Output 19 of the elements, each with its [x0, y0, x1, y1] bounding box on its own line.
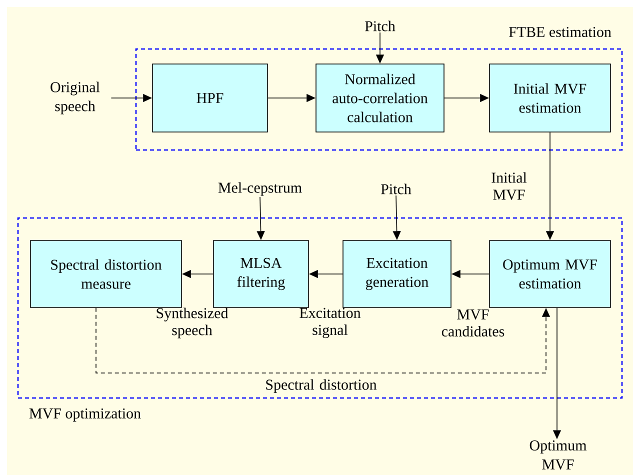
process-box: Excitation generation — [342, 240, 452, 308]
signal-label: Mel-cepstrum — [218, 182, 302, 196]
signal-label: Pitch — [365, 20, 396, 32]
signal-label: Original speech — [50, 82, 100, 114]
process-box: MLSA filtering — [213, 240, 309, 308]
process-box: Spectral distortion measure — [30, 240, 182, 308]
signal-label: Pitch — [381, 184, 412, 194]
group-title: MVF optimization — [29, 408, 141, 422]
process-box: HPF — [152, 64, 268, 132]
signal-label: Optimum MVF — [530, 440, 587, 470]
process-box: Optimum MVF estimation — [489, 240, 611, 308]
edge-label: Synthesized speech — [156, 308, 228, 338]
group-title: FTBE estimation — [508, 26, 612, 38]
process-box: Initial MVF estimation — [489, 64, 611, 132]
process-box: Normalized auto-correlation calculation — [316, 64, 444, 132]
edge-label: Initial MVF — [492, 172, 527, 200]
edge-label: MVF candidates — [442, 310, 504, 336]
edge-label: Excitation signal — [300, 308, 361, 338]
edge-label: Spectral distortion — [266, 379, 377, 393]
